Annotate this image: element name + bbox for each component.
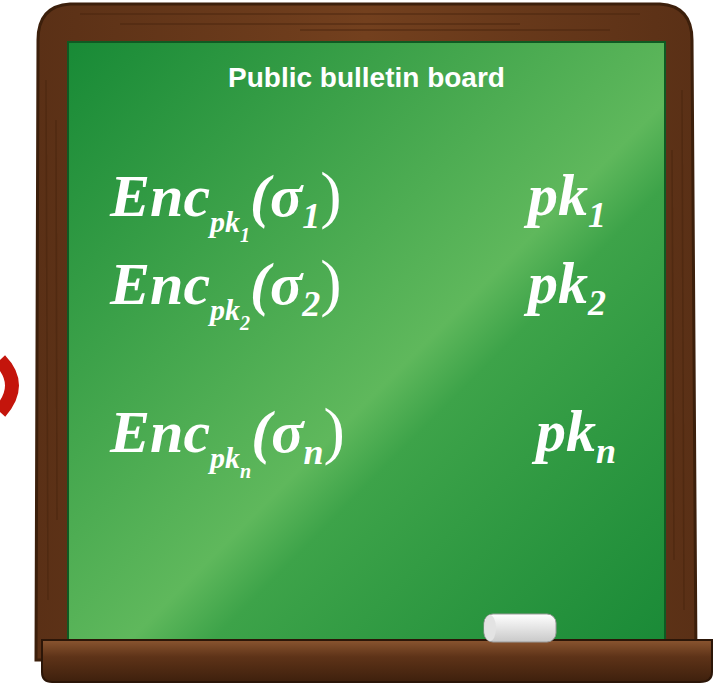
- index-subscript: n: [240, 460, 251, 482]
- key-subscript: pk: [210, 205, 240, 238]
- board-title: Public bulletin board: [68, 62, 665, 94]
- closing-paren: ): [320, 159, 341, 230]
- key-subscript: pk: [210, 441, 240, 474]
- public-key-entry: pk1: [528, 160, 606, 250]
- enc-symbol: Enc: [110, 399, 210, 465]
- index-subscript: 2: [240, 312, 250, 334]
- key-index: 1: [588, 195, 606, 235]
- sigma-term: (σ: [250, 163, 302, 229]
- encrypted-signature: Encpkn(σn): [110, 396, 345, 506]
- red-arc: [0, 360, 12, 412]
- sigma-index: n: [303, 432, 323, 472]
- enc-symbol: Enc: [110, 251, 210, 317]
- public-key: pk: [528, 250, 588, 316]
- public-key: pk: [528, 162, 588, 228]
- key-index: n: [596, 431, 616, 471]
- sigma-index: 1: [302, 196, 320, 236]
- chalk-piece: [484, 614, 556, 642]
- key-index: 2: [588, 283, 606, 323]
- sigma-term: (σ: [251, 399, 303, 465]
- wooden-frame: [36, 4, 696, 660]
- closing-paren: ): [324, 395, 345, 466]
- public-key: pk: [536, 398, 596, 464]
- key-subscript: pk: [210, 293, 240, 326]
- encrypted-signature: Encpk2(σ2): [110, 248, 342, 358]
- chalk-ledge: [42, 640, 712, 682]
- sigma-term: (σ: [250, 251, 302, 317]
- sigma-index: 2: [302, 284, 320, 324]
- chalk-end: [484, 615, 496, 641]
- enc-symbol: Enc: [110, 163, 210, 229]
- index-subscript: 1: [240, 224, 250, 246]
- public-key-entry: pk2: [528, 248, 606, 338]
- board-surface: [68, 42, 665, 642]
- closing-paren: ): [320, 247, 341, 318]
- public-key-entry: pkn: [536, 396, 616, 486]
